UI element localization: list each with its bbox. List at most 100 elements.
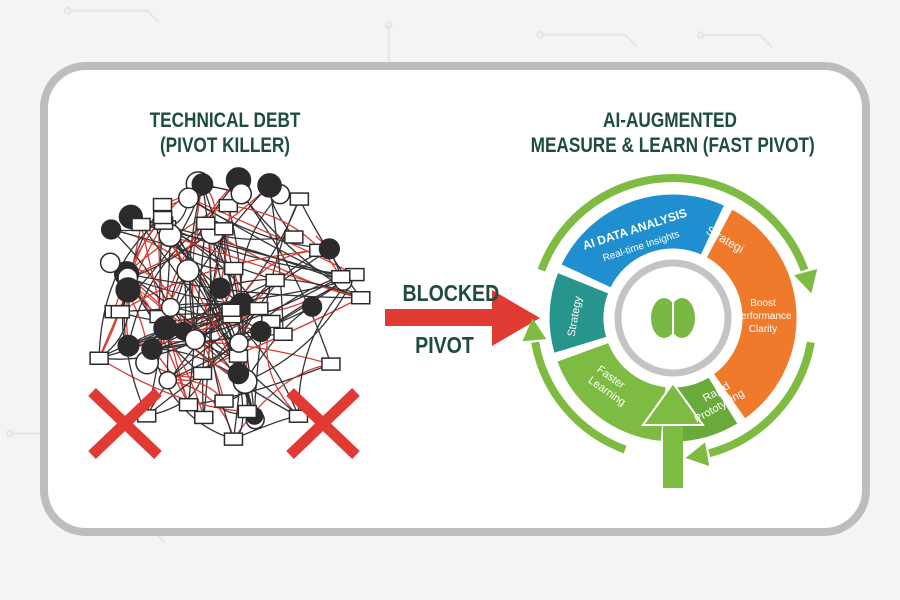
system-box-icon [152, 197, 173, 212]
system-node-icon [209, 277, 231, 299]
system-node-icon [257, 173, 282, 198]
network-link [244, 274, 356, 383]
system-box-icon [89, 351, 109, 366]
system-box-icon [237, 404, 258, 419]
system-box-icon [265, 273, 285, 288]
system-node-icon [153, 315, 178, 341]
system-node-icon [115, 277, 141, 303]
segment-subtitle-line: Clarity [749, 324, 777, 335]
system-box-icon [321, 357, 341, 371]
circuit-node [63, 6, 72, 15]
segment-1 [557, 191, 728, 292]
segment-4 [553, 339, 669, 445]
network-link [126, 273, 361, 299]
left-title-line2: (PIVOT KILLER) [159, 134, 291, 157]
outer-cycle-arrow-top [537, 174, 809, 272]
right-title: AI-AUGMENTED MEASURE & LEARN (FAST PIVOT… [530, 108, 815, 158]
network-link [98, 357, 248, 413]
system-node-icon [160, 297, 181, 318]
system-box-icon [214, 394, 234, 408]
system-node-icon [227, 362, 250, 385]
system-node-icon [100, 219, 122, 240]
network-link [167, 297, 362, 381]
arrowhead-top-right-icon [794, 269, 818, 294]
network-link [119, 248, 330, 313]
tangled-network [89, 167, 371, 446]
system-node-icon [177, 187, 200, 209]
network-link [232, 363, 332, 440]
system-box-icon [178, 397, 199, 412]
system-box-icon [131, 217, 151, 232]
circuit-line [540, 33, 638, 48]
blocked-arrow-icon [385, 290, 540, 346]
network-link [202, 276, 341, 374]
system-box-icon [249, 301, 269, 316]
system-box-icon [110, 305, 131, 319]
system-node-icon [318, 238, 340, 260]
system-node-icon [250, 320, 272, 343]
system-node-icon [158, 370, 178, 390]
system-box-icon [223, 261, 244, 276]
segment-subtitle-line: Performance [734, 311, 792, 322]
system-box-icon [221, 303, 241, 318]
network-link [211, 231, 361, 299]
network-link [219, 278, 361, 299]
arrowhead-bottom-icon [685, 442, 710, 466]
up-arrow-icon [641, 381, 705, 426]
network-link [228, 204, 344, 283]
system-node-icon [184, 329, 206, 351]
system-node-icon [229, 333, 249, 353]
network-link [169, 234, 361, 299]
infographic-card [40, 62, 870, 536]
network-link [187, 223, 207, 405]
left-title-line1: TECHNICAL DEBT [149, 109, 301, 132]
system-node-icon [141, 338, 163, 360]
right-title-line1: AI-AUGMENTED [603, 109, 737, 132]
segment-2 [702, 205, 800, 423]
arrowhead-left-icon [522, 318, 547, 342]
system-box-icon [194, 410, 214, 425]
network-link [268, 185, 284, 335]
brain-icon [651, 298, 695, 338]
circuit-node [536, 30, 545, 39]
outer-cycle-arrow-left [531, 341, 627, 454]
system-box-icon [214, 222, 234, 236]
system-node-icon [176, 259, 200, 283]
segment-subtitle-line: Boost [750, 298, 776, 309]
system-box-icon [195, 216, 216, 231]
blocked-label: BLOCKED [402, 280, 500, 306]
outer-cycle-arrow-right [708, 341, 815, 458]
system-node-icon [230, 183, 253, 205]
network-link [210, 287, 235, 440]
pivot-label: PIVOT [415, 332, 474, 358]
system-box-icon [223, 432, 244, 446]
circuit-line [67, 9, 160, 24]
system-node-icon [117, 334, 140, 357]
network-link [223, 228, 256, 417]
system-node-icon [99, 252, 121, 274]
cross-icon-left [88, 388, 162, 459]
network-link [151, 276, 342, 350]
system-box-icon [218, 198, 239, 213]
system-node-icon [191, 173, 214, 196]
system-box-icon [192, 366, 213, 381]
circuit-line [700, 34, 773, 48]
system-box-icon [284, 230, 304, 244]
circuit-node [6, 429, 15, 438]
system-node-icon [301, 296, 323, 317]
circuit-node [696, 31, 705, 40]
right-title-line2: MEASURE & LEARN (FAST PIVOT) [530, 134, 815, 157]
system-box-icon [289, 192, 310, 206]
network-link [127, 222, 207, 346]
segment-5 [546, 269, 612, 357]
system-box-icon [152, 210, 173, 225]
up-arrow-shaft [663, 410, 683, 488]
system-box-icon [331, 269, 351, 284]
left-title: TECHNICAL DEBT (PIVOT KILLER) [118, 108, 331, 158]
circuit-node [384, 21, 393, 30]
cross-icon-right [286, 388, 360, 459]
network-link [188, 197, 344, 283]
system-box-icon [350, 290, 371, 305]
